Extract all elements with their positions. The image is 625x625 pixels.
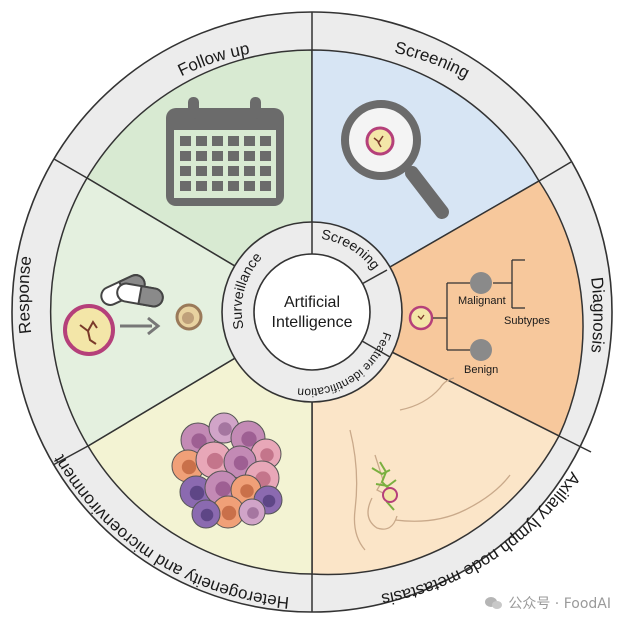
response-illustration bbox=[63, 274, 203, 356]
magnifier-icon bbox=[341, 100, 449, 219]
calendar-day-cell bbox=[260, 181, 271, 191]
calendar-day-cell bbox=[228, 181, 239, 191]
diagnosis-tree: Malignant Subtypes Benign bbox=[408, 259, 550, 376]
wechat-icon bbox=[485, 596, 503, 610]
label-subtypes: Subtypes bbox=[504, 315, 550, 327]
inner-ring-dividers bbox=[311, 222, 391, 358]
watermark: 公众号 · FoodAI bbox=[485, 593, 611, 613]
pill-icon bbox=[116, 282, 164, 308]
calendar-day-cell bbox=[244, 151, 255, 161]
calendar-day-cell bbox=[196, 136, 207, 146]
tumor-cell bbox=[191, 499, 221, 529]
calendar-day-cell bbox=[180, 151, 191, 161]
calendar-day-cell bbox=[260, 136, 271, 146]
label-benign: Benign bbox=[464, 364, 498, 376]
calendar-day-cell bbox=[212, 166, 223, 176]
calendar-day-cell bbox=[196, 166, 207, 176]
malignant-node bbox=[470, 272, 492, 294]
calendar-day-cell bbox=[212, 181, 223, 191]
calendar-day-cell bbox=[244, 181, 255, 191]
lymph-node-cluster bbox=[371, 461, 398, 511]
calendar-icon bbox=[166, 97, 284, 206]
calendar-day-cell bbox=[228, 166, 239, 176]
calendar-day-cell bbox=[260, 166, 271, 176]
calendar-day-cell bbox=[244, 166, 255, 176]
calendar-day-cell bbox=[180, 181, 191, 191]
calendar-day-cell bbox=[260, 151, 271, 161]
tumor-cell bbox=[195, 441, 233, 479]
label-diagnosis: Diagnosis bbox=[587, 276, 608, 354]
tumor-cell-cluster bbox=[171, 412, 283, 529]
calendar-day-cell bbox=[196, 181, 207, 191]
axilla-illustration bbox=[349, 377, 511, 551]
calendar-day-cell bbox=[228, 151, 239, 161]
center-line-2: Intelligence bbox=[272, 314, 353, 331]
ring-dividers bbox=[52, 12, 592, 612]
tumor-cell bbox=[230, 474, 262, 506]
watermark-text: 公众号 · FoodAI bbox=[508, 596, 611, 612]
calendar-day-cell bbox=[180, 136, 191, 146]
label-malignant: Malignant bbox=[458, 295, 506, 307]
calendar-day-cell bbox=[244, 136, 255, 146]
calendar-day-cell bbox=[212, 136, 223, 146]
calendar-day-cell bbox=[212, 151, 223, 161]
calendar-day-cell bbox=[196, 151, 207, 161]
calendar-day-cell bbox=[228, 136, 239, 146]
benign-node bbox=[470, 339, 492, 361]
tumor-cell bbox=[238, 498, 266, 526]
center-line-1: Artificial bbox=[284, 294, 340, 311]
center-circle bbox=[253, 253, 371, 371]
label-response: Response bbox=[14, 255, 35, 335]
calendar-day-cell bbox=[180, 166, 191, 176]
